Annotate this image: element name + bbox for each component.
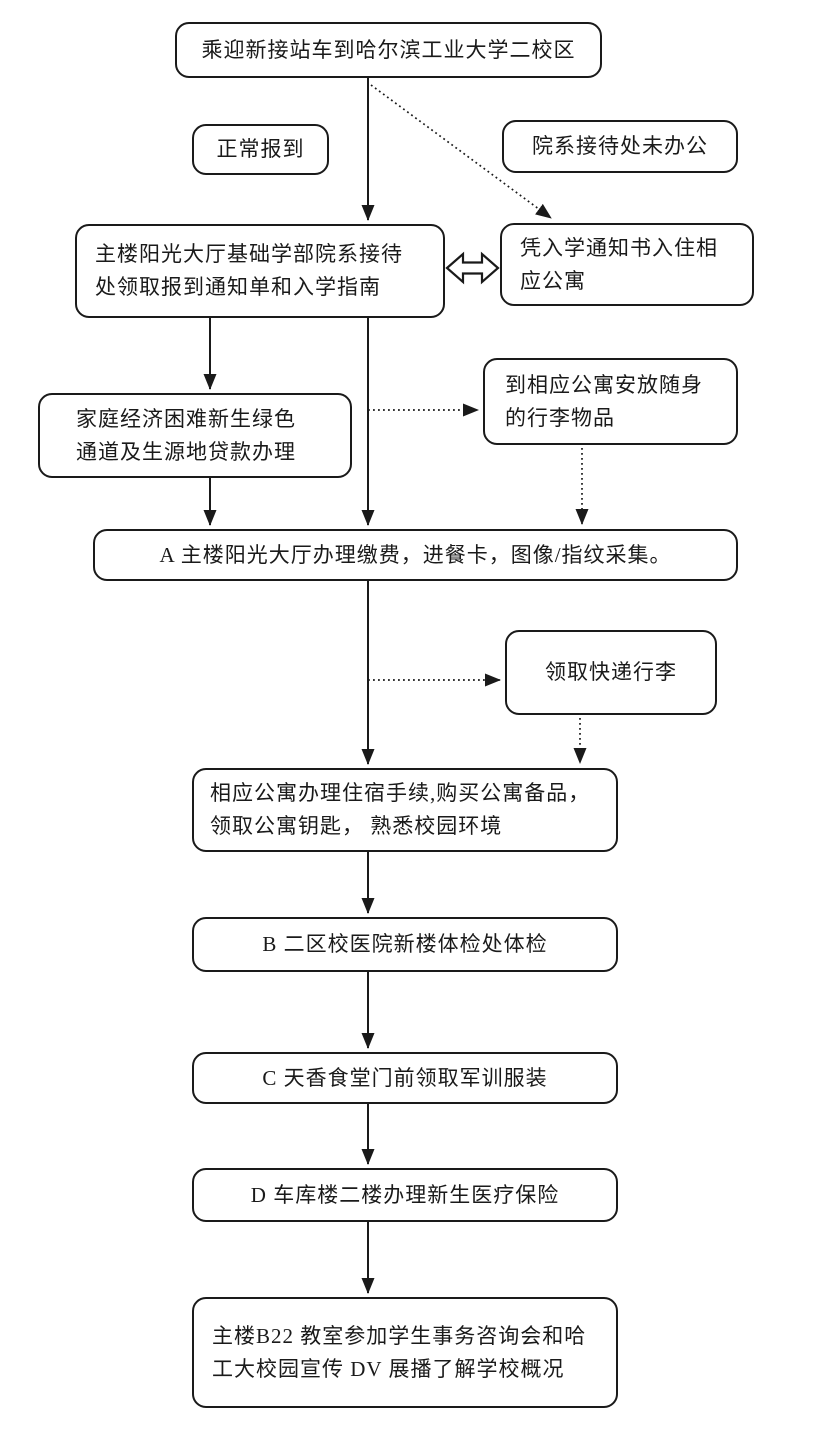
node-store-luggage-label: 到相应公寓安放随身 的行李物品 — [505, 372, 703, 430]
node-dorm-with-notice: 凭入学通知书入住相 应公寓 — [500, 223, 754, 306]
node-green-channel-label: 家庭经济困难新生绿色 通道及生源地贷款办理 — [76, 406, 296, 464]
node-dorm-checkin-label: 相应公寓办理住宿手续,购买公寓备品， 领取公寓钥匙， 熟悉校园环境 — [210, 781, 591, 838]
node-final-session: 主楼B22 教室参加学生事务咨询会和哈 工大校园宣传 DV 展播了解学校概况 — [192, 1297, 618, 1408]
node-dorm-with-notice-label: 凭入学通知书入住相 应公寓 — [520, 235, 718, 293]
node-green-channel: 家庭经济困难新生绿色 通道及生源地贷款办理 — [38, 393, 352, 478]
edge-main-hall-dorm-double-arrow — [445, 251, 500, 285]
edge-arrive-to-dorm-notice — [370, 84, 552, 219]
node-main-hall-register: 主楼阳光大厅基础学部院系接待 处领取报到通知单和入学指南 — [75, 224, 445, 318]
node-step-c: C 天香食堂门前领取军训服装 — [192, 1052, 618, 1104]
node-final-session-label: 主楼B22 教室参加学生事务咨询会和哈 工大校园宣传 DV 展播了解学校概况 — [212, 1323, 587, 1381]
node-dorm-checkin: 相应公寓办理住宿手续,购买公寓备品， 领取公寓钥匙， 熟悉校园环境 — [192, 768, 618, 852]
node-step-a-label: A 主楼阳光大厅办理缴费，进餐卡，图像/指纹采集。 — [159, 542, 672, 567]
node-main-hall-register-label: 主楼阳光大厅基础学部院系接待 处领取报到通知单和入学指南 — [95, 242, 403, 299]
node-step-d: D 车库楼二楼办理新生医疗保险 — [192, 1168, 618, 1222]
node-arrive-campus-label: 乘迎新接站车到哈尔滨工业大学二校区 — [201, 37, 576, 62]
node-pickup-luggage: 领取快递行李 — [505, 630, 717, 715]
node-step-c-label: C 天香食堂门前领取军训服装 — [262, 1065, 548, 1090]
node-step-b-label: B 二区校医院新楼体检处体检 — [262, 932, 548, 956]
node-pickup-luggage-label: 领取快递行李 — [545, 660, 677, 684]
node-arrive-campus: 乘迎新接站车到哈尔滨工业大学二校区 — [175, 22, 602, 78]
node-store-luggage: 到相应公寓安放随身 的行李物品 — [483, 358, 738, 445]
node-dept-closed-label: 院系接待处未办公 — [532, 134, 708, 158]
node-step-d-label: D 车库楼二楼办理新生医疗保险 — [250, 1182, 560, 1207]
node-normal-checkin: 正常报到 — [192, 124, 329, 175]
node-dept-closed: 院系接待处未办公 — [502, 120, 738, 173]
node-step-b: B 二区校医院新楼体检处体检 — [192, 917, 618, 972]
node-normal-checkin-label: 正常报到 — [216, 137, 305, 161]
node-step-a: A 主楼阳光大厅办理缴费，进餐卡，图像/指纹采集。 — [93, 529, 738, 581]
